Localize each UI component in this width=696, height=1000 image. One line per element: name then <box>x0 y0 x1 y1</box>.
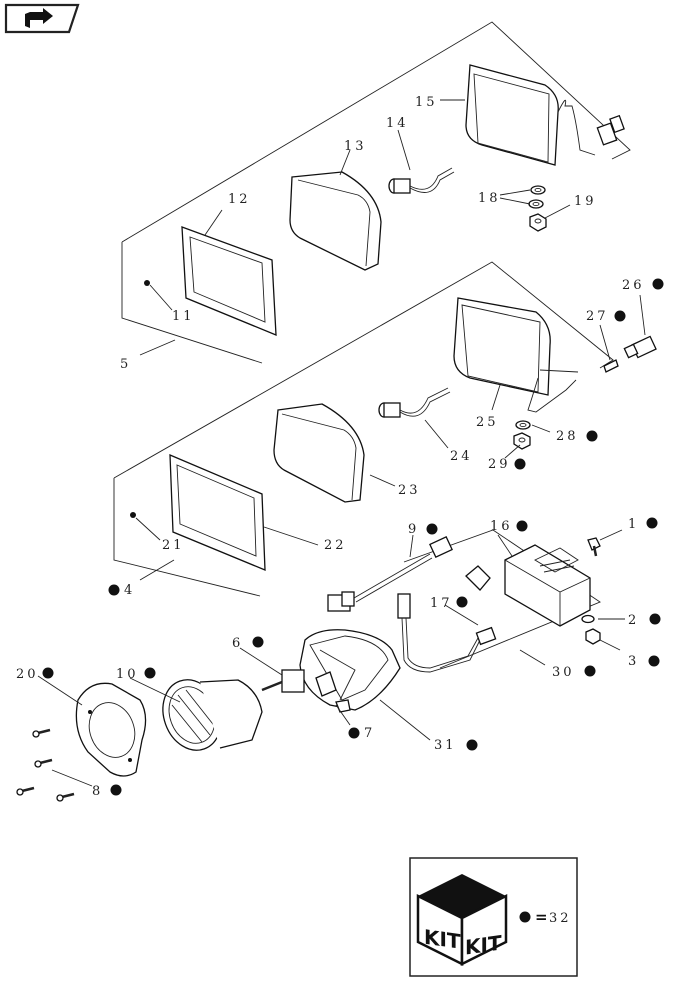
bulb-14 <box>388 167 455 194</box>
lens-23 <box>273 403 365 503</box>
callout-10: 10 <box>116 667 139 682</box>
bolt-1 <box>587 537 601 557</box>
screw-11 <box>144 280 150 286</box>
callout-17: 17 <box>430 596 453 611</box>
callout-25: 25 <box>476 415 499 430</box>
callout-23: 23 <box>398 483 421 498</box>
callout-4: 4 <box>124 583 135 598</box>
nut-19 <box>529 213 547 232</box>
callout-16: 16 <box>490 519 513 534</box>
callout-29: 29 <box>488 457 511 472</box>
callout-19: 19 <box>574 194 597 209</box>
callout-7: 7 <box>364 726 375 741</box>
callout-9: 9 <box>408 522 419 537</box>
harness-17 <box>397 593 497 673</box>
callout-20: 20 <box>16 667 39 682</box>
harness-9 <box>327 535 453 612</box>
callout-30: 30 <box>552 665 575 680</box>
callout-13: 13 <box>344 139 367 154</box>
kit-legend: KIT KIT = 32 <box>409 857 578 977</box>
leader-lines <box>37 99 646 787</box>
bezel-22 <box>169 454 266 571</box>
kit-equals: = <box>535 908 548 926</box>
callout-5: 5 <box>120 357 131 372</box>
screws-8 <box>16 728 75 802</box>
bracket-7 <box>315 671 351 713</box>
callout-8: 8 <box>92 784 103 799</box>
group-4-outline <box>113 261 614 597</box>
callout-18: 18 <box>478 191 501 206</box>
bezel-12 <box>181 226 277 336</box>
callout-11: 11 <box>172 309 195 324</box>
screw-21 <box>130 512 136 518</box>
bulb-24 <box>378 387 451 418</box>
washer-2 <box>581 614 595 624</box>
connector-26 <box>623 335 657 359</box>
callout-26: 26 <box>622 278 645 293</box>
callout-28: 28 <box>556 429 579 444</box>
worklamp-housing-15 <box>465 64 625 166</box>
kit-label-left: KIT <box>424 925 461 954</box>
kit-ref: 32 <box>549 911 572 926</box>
nut-3 <box>585 628 601 645</box>
nut-29 <box>513 432 531 450</box>
forward-arrow-icon[interactable] <box>3 2 83 36</box>
kit-dot-icon <box>519 911 531 923</box>
trim-ring-20 <box>75 682 147 777</box>
callout-14: 14 <box>386 116 409 131</box>
callout-31: 31 <box>434 738 457 753</box>
callout-3: 3 <box>628 654 639 669</box>
adapter-6 <box>261 669 305 693</box>
callout-labels: 1 2 3 4 5 6 7 8 9 10 11 12 13 14 15 16 1… <box>16 95 645 799</box>
callout-27: 27 <box>586 309 609 324</box>
headlamp-10 <box>162 679 263 751</box>
ballast-module-16 <box>465 544 591 627</box>
lens-13 <box>289 171 382 271</box>
callout-21: 21 <box>162 538 185 553</box>
lamp-housing-31 <box>299 629 401 711</box>
washers-18 <box>528 185 546 209</box>
callout-15: 15 <box>415 95 438 110</box>
callout-2: 2 <box>628 613 639 628</box>
callout-6: 6 <box>232 636 243 651</box>
group-5-outline <box>121 21 631 364</box>
callout-24: 24 <box>450 449 473 464</box>
kit-label-right: KIT <box>465 931 502 960</box>
terminal-27 <box>603 359 619 373</box>
washer-28 <box>515 420 531 430</box>
kit-indicators <box>42 278 664 796</box>
worklamp-housing-25 <box>453 297 579 413</box>
callout-1: 1 <box>628 517 639 532</box>
callout-22: 22 <box>324 538 347 553</box>
callout-12: 12 <box>228 192 251 207</box>
